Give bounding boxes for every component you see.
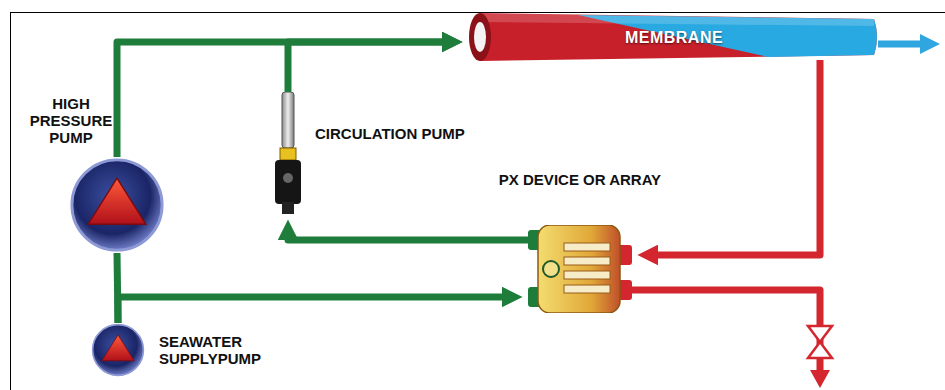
pipe-connector <box>288 232 528 240</box>
seawater-supply-pump: SEAWATER SUPPLYPUMP <box>91 323 145 377</box>
node-label: MEMBRANE <box>468 12 880 62</box>
circulation-pump-symbol <box>268 92 308 214</box>
permeate-pipe <box>878 41 922 48</box>
node-label: CIRCULATION PUMP <box>315 125 485 142</box>
circulation-pump: CIRCULATION PUMP <box>268 92 308 214</box>
node-label: PX DEVICE OR ARRAY <box>496 171 664 188</box>
brine-arrow <box>810 370 830 388</box>
membrane-vessel: MEMBRANE <box>468 12 880 62</box>
px-device-symbol <box>528 225 632 313</box>
brine-outlet-pipe <box>630 290 820 372</box>
permeate-arrow <box>920 34 940 54</box>
node-label: SEAWATER SUPPLYPUMP <box>159 333 299 367</box>
high-pressure-pump: HIGH PRESSURE PUMP <box>69 157 165 253</box>
valve-lower <box>808 342 832 358</box>
valve-upper <box>808 326 832 342</box>
frame-border <box>11 13 945 390</box>
px-device: PX DEVICE OR ARRAY <box>528 225 632 313</box>
node-label: HIGH PRESSURE PUMP <box>28 95 114 146</box>
pump-symbol <box>91 323 145 377</box>
pipe-connector <box>288 42 450 92</box>
pipe-connector <box>650 60 820 255</box>
pipe-connector <box>118 297 510 323</box>
pump-symbol <box>69 157 165 253</box>
